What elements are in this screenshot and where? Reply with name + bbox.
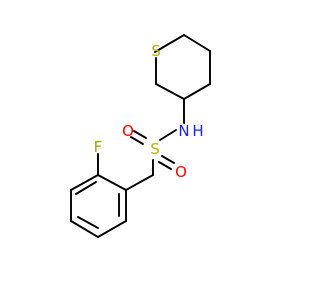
sulfonamide-linker [130, 98, 185, 176]
atom-s-sulfonyl: S [150, 140, 160, 158]
atom-f: F [94, 138, 103, 156]
bond-ring-c4-c5 [155, 83, 185, 100]
molecule-structure-diagram: S N H S O O F [70, 34, 211, 238]
bond-ch2-benzene [125, 174, 154, 191]
bond-benzene-double-1 [75, 181, 97, 195]
thiane-ring [154, 34, 211, 100]
atom-s-ring: S [151, 42, 161, 60]
atom-h: H [192, 122, 203, 140]
bond-benzene-a1-a2 [97, 174, 127, 191]
fluorobenzene-ring [70, 174, 127, 238]
bond-s-o-left-b [130, 136, 144, 145]
bond-s-o-right-a [161, 155, 175, 164]
atom-o-left: O [122, 122, 134, 140]
atom-o-right: O [175, 163, 187, 181]
bond-ring-c3-c4 [183, 83, 211, 100]
atom-n: N [178, 122, 189, 140]
bond-benzene-a2-a3 [70, 174, 99, 191]
bond-s-o-right-b [158, 161, 172, 170]
bond-s-o-left-a [133, 130, 147, 139]
bond-n-s [159, 129, 177, 141]
bond-benzene-a4-a5 [70, 220, 99, 238]
atom-labels: S N H S O O F [94, 42, 204, 181]
bond-ring-c1-c2 [183, 34, 211, 52]
bond-benzene-double-2 [77, 216, 99, 229]
bond-ring-s-c1 [154, 34, 185, 53]
bond-benzene-a5-a6 [97, 220, 127, 238]
